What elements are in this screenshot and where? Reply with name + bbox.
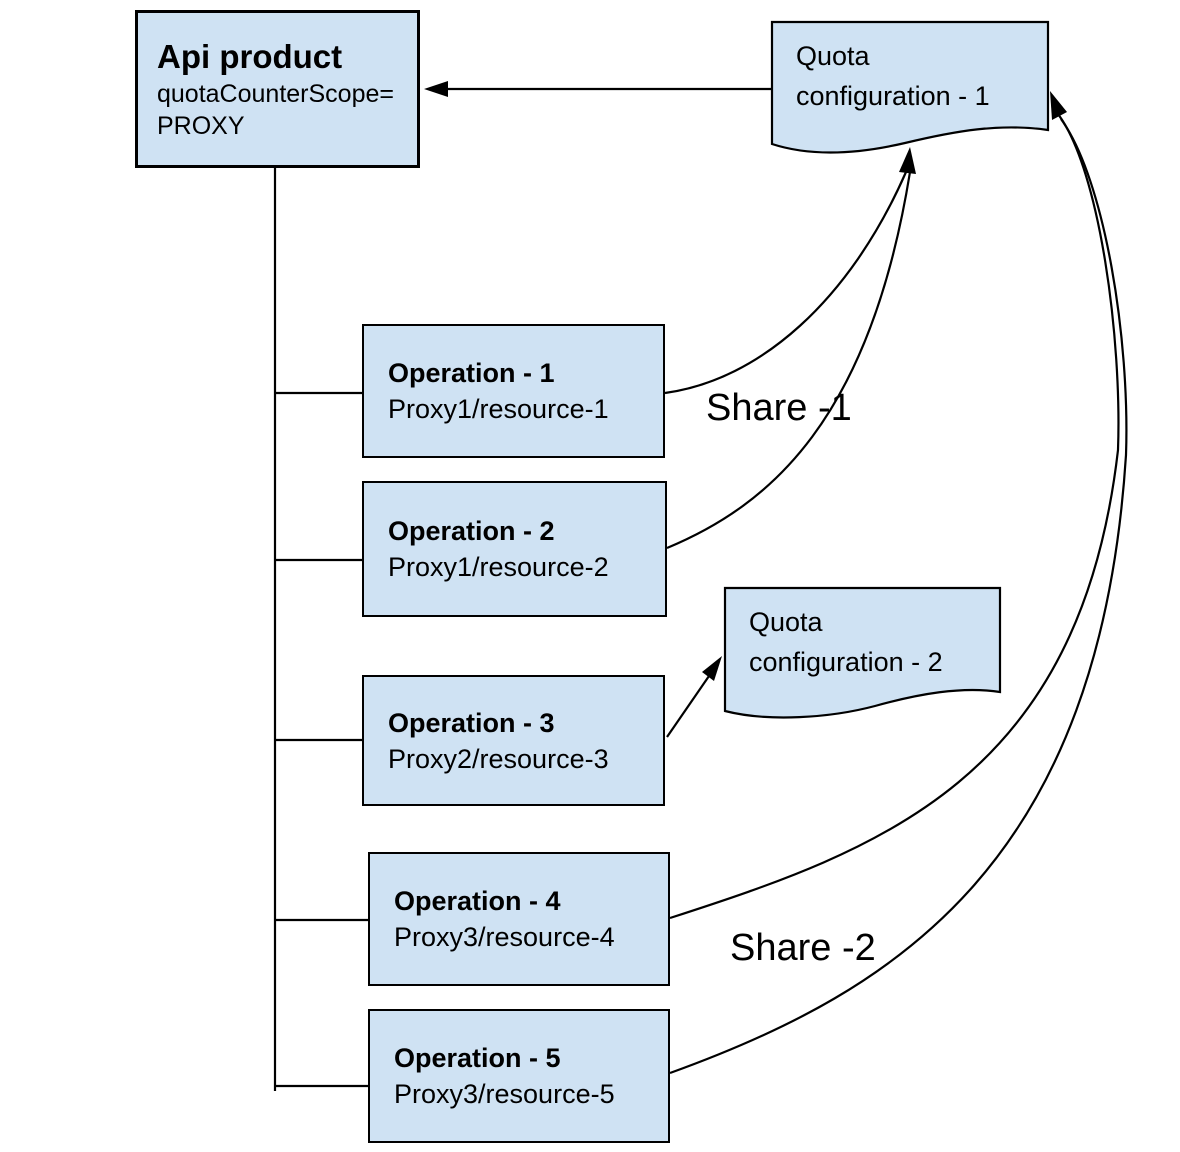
- operation-1-title: Operation - 1: [388, 358, 555, 388]
- operation-5-node: Operation - 5 Proxy3/resource-5: [368, 1009, 670, 1143]
- operation-2-resource: Proxy1/resource-2: [388, 552, 609, 582]
- quota-config-2-line2: configuration - 2: [749, 647, 943, 677]
- quota-config-2-shape: [723, 586, 1002, 719]
- edge-op3-to-qc2: [666, 675, 710, 738]
- api-product-scope-value: PROXY: [157, 112, 245, 140]
- share-2-edge-label: Share -2: [730, 927, 876, 969]
- quota-config-1-shape: [770, 20, 1050, 154]
- operation-1-node: Operation - 1 Proxy1/resource-1: [362, 324, 665, 458]
- quota-config-1-line2: configuration - 1: [796, 81, 990, 111]
- edge-op1-to-qc1: [664, 171, 908, 395]
- quota-config-1-label: Quota configuration - 1: [772, 24, 1048, 128]
- operation-3-node: Operation - 3 Proxy2/resource-3: [362, 675, 665, 806]
- quota-config-1-line1: Quota: [796, 41, 870, 71]
- quota-config-2-label: Quota configuration - 2: [725, 590, 1000, 694]
- operation-2-title: Operation - 2: [388, 516, 555, 546]
- operation-4-resource: Proxy3/resource-4: [394, 922, 615, 952]
- operation-4-title: Operation - 4: [394, 886, 561, 916]
- operation-2-node: Operation - 2 Proxy1/resource-2: [362, 481, 667, 617]
- arrowhead-into-api-product: [424, 81, 448, 97]
- api-product-node: Api product quotaCounterScope= PROXY: [135, 10, 420, 168]
- operation-5-resource: Proxy3/resource-5: [394, 1079, 615, 1109]
- edge-op4-to-qc1: [669, 113, 1120, 920]
- arrowhead-into-qc1-bottom: [899, 147, 916, 174]
- operation-4-node: Operation - 4 Proxy3/resource-4: [368, 852, 670, 986]
- edge-op5-to-qc1: [669, 118, 1128, 1075]
- arrowhead-into-qc2: [702, 656, 722, 681]
- operation-3-resource: Proxy2/resource-3: [388, 743, 609, 774]
- arrowhead-into-qc1-right: [1050, 91, 1067, 120]
- quota-config-2-line1: Quota: [749, 607, 823, 637]
- edge-op2-to-qc1: [666, 171, 912, 550]
- operation-1-resource: Proxy1/resource-1: [388, 394, 609, 424]
- api-product-title: Api product: [157, 38, 343, 75]
- operation-3-title: Operation - 3: [388, 707, 555, 738]
- share-1-edge-label: Share -1: [706, 387, 852, 429]
- operation-5-title: Operation - 5: [394, 1043, 561, 1073]
- api-product-scope-line: quotaCounterScope=: [157, 80, 394, 108]
